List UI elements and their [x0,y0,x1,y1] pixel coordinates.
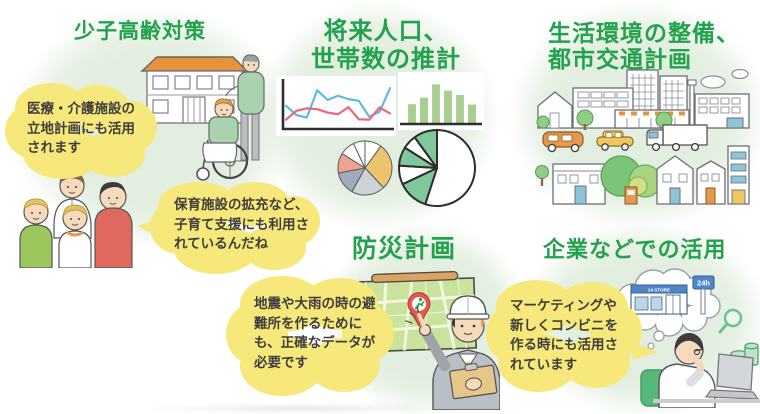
speech-bubble-business: マーケティングや新しくコンビニを作る時にも活用されています [486,280,658,394]
vehicles [542,124,708,153]
bar-chart [398,72,484,130]
speech-bubble-disaster: 地震や大雨の時の避難所を作るためにも、正確なデータが必要です [226,276,394,398]
city-buildings [537,69,750,129]
storefront-sign-text: 24 STORE [648,288,670,293]
title-line: 生活環境の整備、 [548,20,740,46]
caregiver-figure [225,54,265,161]
sparkle-icon [405,307,420,324]
bubble-lobe [308,338,380,392]
bubble-text: 地震や大雨の時の避難所を作るためにも、正確なデータが必要です [254,296,376,370]
illustration-aging-care [130,48,265,183]
illustration-cityscape [535,68,750,210]
bubble-tail [632,342,658,360]
title-line: 世帯数の推計 [311,45,461,73]
bubble-text: 医療・介護施設の立地計画にも活用されます [27,101,135,156]
residential-row [535,145,750,205]
section-title-population: 将来人口、 世帯数の推計 [300,18,472,73]
speech-bubble-medical: 医療・介護施設の立地計画にも活用されます [5,83,157,179]
street-trees [536,109,673,131]
thinking-person [658,332,716,408]
magnifier-icon [718,308,743,334]
elderly-wheelchair-figure [196,98,249,181]
bubble-lobe [242,226,306,270]
section-title-business: 企業などでの活用 [543,237,727,262]
convenience-store: 24 STORE 24h [630,275,715,315]
bubble-lobe [83,131,145,177]
illustration-family [12,168,142,268]
bubble-lobe [562,336,630,388]
store-sign-text: 24h [697,279,710,288]
cropped-photo-shadow [85,404,515,413]
section-title-aging: 少子高齢対策 [74,20,206,43]
worker-figure [417,295,500,410]
girl-figure [58,204,92,268]
evacuation-pin-icon [407,292,431,328]
section-title-disaster: 防災計画 [352,235,457,263]
title-line: 将来人口、 [323,18,449,45]
pie-chart-large [397,128,477,208]
pie-chart-small [336,139,394,197]
boy-figure [19,198,53,268]
cloud-icon [700,68,749,89]
desk-edge [653,399,760,403]
bubble-text: マーケティングや新しくコンビニを作る時にも活用されています [510,298,618,372]
laptop [704,353,760,400]
bubble-text: 保育施設の拡充など、子育て支援にも利用されているんだね [174,197,309,252]
title-line: 都市交通計画 [548,46,692,73]
bubble-tail [137,218,161,238]
line-chart [276,76,396,136]
speech-bubble-childcare: 保育施設の拡充など、子育て支援にも利用されているんだね [137,182,320,274]
section-title-living: 生活環境の整備、 都市交通計画 [548,20,740,73]
mother-figure [94,182,133,268]
